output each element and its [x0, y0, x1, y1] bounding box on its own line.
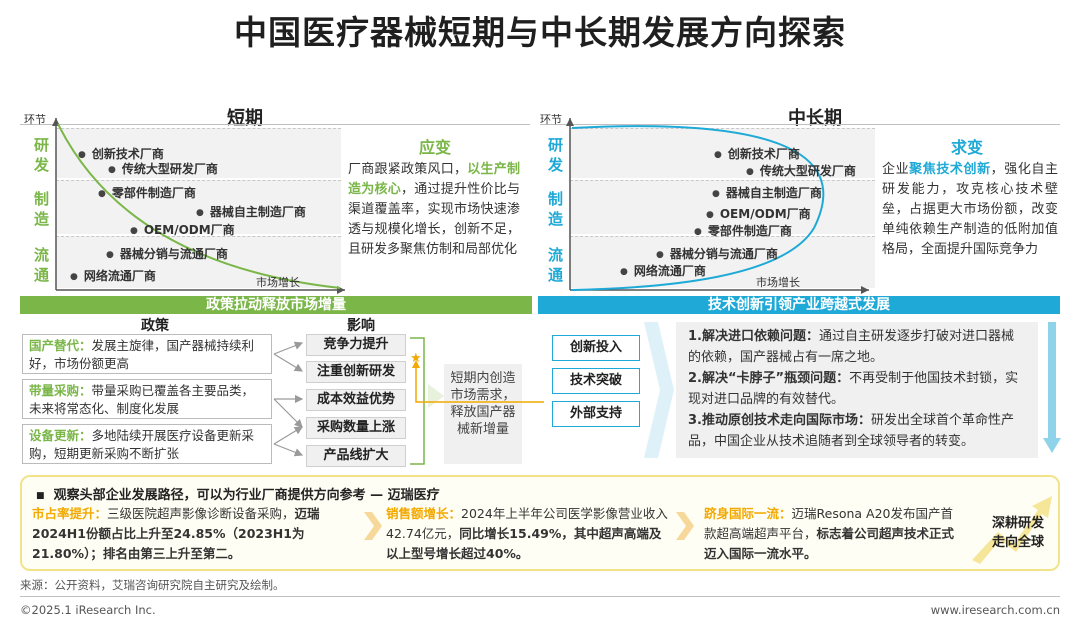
policy-item-substitution: 国产替代：发展主旋律，国产器械持续利好，市场份额更高	[22, 334, 272, 374]
footer-line	[20, 596, 1060, 597]
short-point-4: OEM/ODM厂商	[130, 221, 235, 238]
long-point-6: 网络流通厂商	[620, 262, 706, 279]
source-note: 来源：公开资料，艾瑞咨询研究院自主研究及绘制。	[20, 578, 285, 592]
case-title: ■ 观察头部企业发展路径，可以为行业厂商提供方向参考 — 迈瑞医疗	[36, 488, 440, 503]
copyright: ©2025.1 iResearch Inc.	[20, 603, 156, 617]
impact-competitiveness: 竞争力提升	[306, 334, 406, 356]
short-cat-dist: 流通	[34, 246, 50, 284]
website: www.iresearch.com.cn	[930, 603, 1060, 617]
short-point-1: 传统大型研发厂商	[108, 160, 218, 177]
tech-flow-arrow	[644, 322, 674, 458]
short-y-axis-label: 环节	[24, 113, 46, 126]
growth-arrow-icon	[972, 496, 1052, 564]
case-sales-growth: 销售额增长：2024年上半年公司医学影像营业收入42.74亿元，同比增长15.4…	[386, 506, 668, 561]
case-arrow-1	[364, 512, 382, 540]
long-cat-dist: 流通	[548, 246, 564, 284]
long-point-1: 传统大型研发厂商	[746, 162, 856, 179]
policy-bar: 政策拉动释放市场增量	[20, 296, 532, 314]
long-y-axis-label: 环节	[540, 113, 562, 126]
short-point-6: 网络流通厂商	[70, 267, 156, 284]
short-point-5: 器械分销与流通厂商	[106, 245, 228, 262]
policy-arrows	[273, 341, 304, 457]
short-point-3: 器械自主制造厂商	[196, 203, 306, 220]
short-point-0: 创新技术厂商	[78, 145, 164, 162]
long-side-text: 企业聚焦技术创新，强化自主研发能力，攻克核心技术壁垒，占据更大市场份额，改变单纯…	[882, 162, 1058, 257]
tech-bar: 技术创新引领产业跨越式发展	[538, 296, 1060, 314]
long-point-5: 器械分销与流通厂商	[656, 245, 778, 262]
case-goal: 深耕研发走向全球	[991, 516, 1044, 550]
long-cat-mfg: 制造	[548, 190, 564, 228]
long-point-4: 零部件制造厂商	[694, 222, 792, 239]
tech-investment-button: 创新投入	[552, 335, 640, 361]
page-title: 中国医疗器械短期与中长期发展方向探索	[234, 13, 846, 52]
long-side-title: 求变	[950, 138, 983, 157]
long-term-header-line	[540, 124, 1060, 125]
impact-header: 影响	[347, 318, 375, 334]
short-term-header-line	[20, 124, 530, 125]
short-side-text: 厂商跟紧政策风口，以生产制造为核心，通过提升性价比与渠道覆盖率，实现市场快速渗透…	[348, 162, 520, 257]
impact-cost-benefit: 成本效益优势	[306, 389, 406, 411]
long-growth-curve	[571, 125, 825, 291]
long-x-axis-label: 市场增长	[756, 276, 800, 289]
star-connector: ★	[410, 351, 544, 403]
case-arrow-2	[676, 512, 694, 540]
tech-breakthrough-button: 技术突破	[552, 368, 640, 394]
policy-item-renewal: 设备更新：多地陆续开展医疗设备更新采购，短期更新采购不断扩张	[22, 424, 272, 464]
long-point-3: OEM/ODM厂商	[706, 205, 811, 222]
short-point-2: 零部件制造厂商	[98, 184, 196, 201]
svg-text:★: ★	[410, 351, 422, 366]
tech-outcomes: 1.解决进口依赖问题：通过自主研发逐步打破对进口器械的依赖，国产器械占有一席之地…	[676, 322, 1038, 458]
long-curve-chart	[566, 118, 869, 294]
short-term-effect: 短期内创造市场需求，释放国产器械新增量	[444, 364, 522, 464]
short-x-axis-label: 市场增长	[256, 276, 300, 289]
policy-item-procurement: 带量采购：带量采购已覆盖各主要品类，未来将常态化、制度化发展	[22, 379, 272, 419]
short-cat-rd: 研发	[34, 136, 50, 174]
case-international: 跻身国际一流：迈瑞Resona A20发布国产首款超高端超声平台，标志着公司超声…	[704, 506, 955, 561]
short-cat-mfg: 制造	[34, 190, 50, 228]
case-study-box	[20, 475, 1060, 571]
long-point-2: 器械自主制造厂商	[712, 184, 822, 201]
short-term-title: 短期	[227, 108, 263, 129]
long-term-title: 中长期	[788, 108, 842, 129]
case-market-share: 市占率提升：三级医院超声影像诊断设备采购，迈瑞2024H1份额占比上升至24.8…	[32, 506, 320, 561]
impact-volume: 采购数量上涨	[306, 417, 406, 439]
down-arrow-icon	[1043, 322, 1061, 453]
short-side-title: 应变	[418, 138, 451, 157]
impact-innovation: 注重创新研发	[306, 361, 406, 383]
impact-product-line: 产品线扩大	[306, 445, 406, 467]
long-cat-rd: 研发	[548, 136, 564, 174]
long-point-0: 创新技术厂商	[714, 145, 800, 162]
external-support-button: 外部支持	[552, 401, 640, 427]
policy-header: 政策	[141, 318, 169, 334]
